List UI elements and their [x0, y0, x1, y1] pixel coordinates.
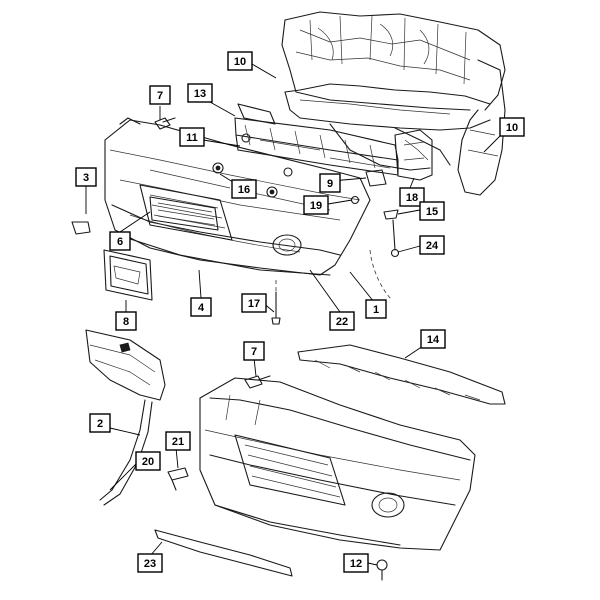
svg-text:4: 4 — [198, 302, 205, 314]
callout-15: 15 — [419, 201, 445, 221]
clip-19 — [350, 195, 360, 205]
callout-16: 16 — [231, 179, 257, 199]
callout-2: 2 — [89, 413, 111, 433]
bumper-reinforcement-beam — [234, 103, 399, 176]
svg-text:17: 17 — [248, 298, 260, 310]
svg-text:7: 7 — [251, 346, 257, 358]
callout-9: 9 — [319, 173, 341, 193]
callout-7-upper: 7 — [149, 85, 171, 105]
callout-21: 21 — [165, 431, 191, 451]
callout-24: 24 — [419, 235, 445, 255]
svg-text:15: 15 — [426, 206, 438, 218]
screw-12 — [376, 559, 388, 581]
svg-text:20: 20 — [142, 456, 154, 468]
svg-text:1: 1 — [373, 304, 379, 316]
small-bracket-9 — [365, 169, 387, 187]
callout-8: 8 — [115, 311, 137, 331]
callout-14: 14 — [420, 329, 446, 349]
callout-11: 11 — [179, 127, 205, 147]
callout-12: 12 — [343, 553, 369, 573]
svg-text:13: 13 — [194, 88, 206, 100]
callout-4: 4 — [190, 297, 212, 317]
svg-text:2: 2 — [97, 418, 103, 430]
grille-insert — [149, 196, 219, 231]
svg-text:16: 16 — [238, 184, 250, 196]
callout-1: 1 — [365, 299, 387, 319]
callout-19: 19 — [303, 195, 329, 215]
upper-grille-strip-14 — [297, 344, 506, 405]
screw-17 — [271, 291, 281, 325]
screw-21 — [167, 467, 189, 491]
dashed-guides — [275, 249, 393, 301]
callout-20: 20 — [135, 451, 161, 471]
air-deflector-panel — [85, 329, 166, 401]
svg-text:24: 24 — [426, 240, 439, 252]
vehicle-frame-structure — [281, 11, 506, 196]
screw-24 — [390, 219, 400, 258]
svg-text:11: 11 — [186, 132, 198, 144]
callout-3: 3 — [75, 167, 97, 187]
svg-text:19: 19 — [310, 200, 322, 212]
svg-text:10: 10 — [234, 56, 246, 68]
license-plate-bracket — [103, 249, 153, 301]
svg-text:23: 23 — [144, 558, 156, 570]
svg-text:3: 3 — [83, 172, 89, 184]
svg-text:9: 9 — [327, 178, 333, 190]
callout-22: 22 — [329, 311, 355, 331]
lower-trim-strip-23 — [154, 529, 293, 577]
callout-7-lower: 7 — [243, 341, 265, 361]
bolt-7-upper — [154, 117, 176, 130]
callout-10-right: 10 — [499, 117, 525, 137]
callout-17: 17 — [241, 293, 267, 313]
svg-text:6: 6 — [117, 236, 123, 248]
callout-23: 23 — [137, 553, 163, 573]
callout-18: 18 — [399, 187, 425, 207]
callout-10-top: 10 — [227, 51, 253, 71]
svg-text:8: 8 — [123, 316, 129, 328]
bolt-7-lower — [244, 375, 271, 389]
svg-text:10: 10 — [506, 122, 518, 134]
callout-13: 13 — [187, 83, 213, 103]
svg-text:22: 22 — [336, 316, 348, 328]
svg-text:7: 7 — [157, 90, 163, 102]
leader-lines — [85, 63, 501, 566]
svg-text:18: 18 — [406, 192, 418, 204]
svg-text:21: 21 — [172, 436, 184, 448]
screw-15 — [383, 209, 399, 220]
nuts-16 — [212, 133, 293, 198]
front-bumper-fascia-lower-view — [199, 377, 476, 551]
svg-text:12: 12 — [350, 558, 362, 570]
push-clip-3 — [71, 221, 91, 235]
callout-6: 6 — [109, 231, 131, 251]
svg-text:14: 14 — [427, 334, 440, 346]
